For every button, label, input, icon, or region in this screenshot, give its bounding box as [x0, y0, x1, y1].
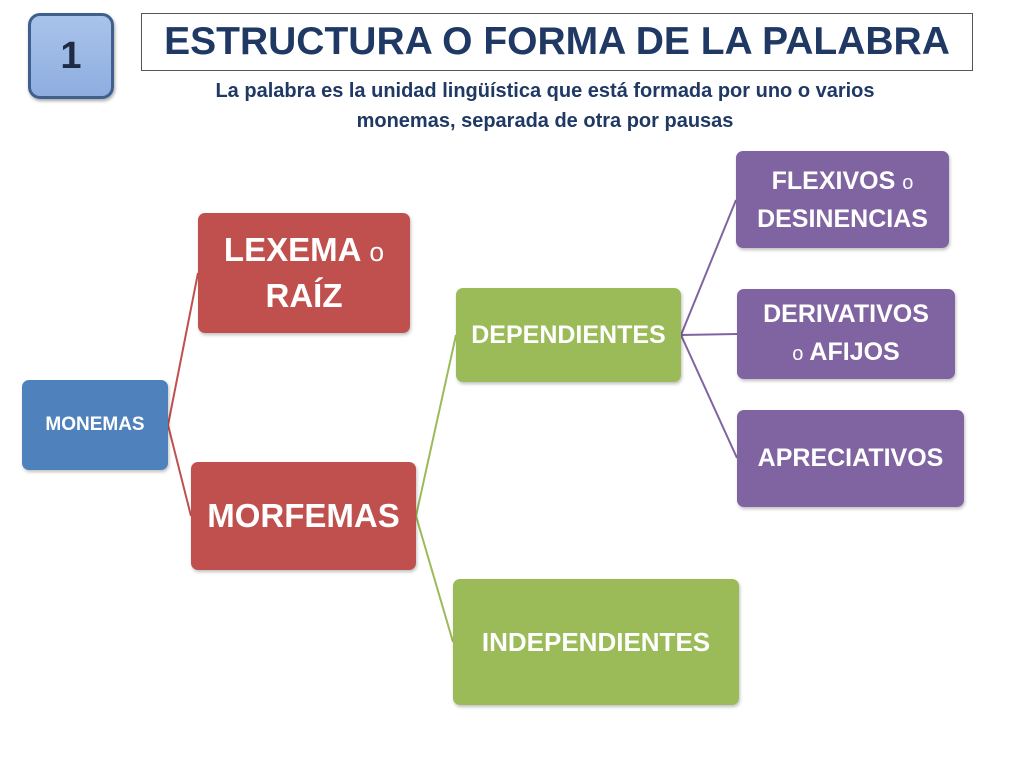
node-raiz-label: RAÍZ [265, 277, 343, 314]
definition-line-2: monemas, separada de otra por pausas [356, 110, 734, 132]
connector-dependientes-derivativos [680, 333, 738, 336]
node-apreciativos: APRECIATIVOS [737, 410, 964, 507]
node-morfemas-label: MORFEMAS [207, 497, 400, 534]
connector-morfemas-independientes [415, 515, 454, 643]
page-title: ESTRUCTURA O FORMA DE LA PALABRA [141, 13, 973, 71]
connector-dependientes-apreciativos [680, 334, 738, 459]
node-monemas-label: MONEMAS [45, 414, 145, 435]
node-lexema-connector: o [369, 237, 385, 267]
node-monemas: MONEMAS [22, 380, 168, 470]
definition-text: La palabra es la unidad lingüística que … [160, 76, 930, 136]
connector-morfemas-dependientes [415, 334, 457, 517]
connector-monemas-morfemas [167, 424, 192, 517]
node-independientes: INDEPENDIENTES [453, 579, 739, 705]
node-dependientes-label: DEPENDIENTES [471, 320, 666, 349]
node-flexivos-label: FLEXIVOS [771, 166, 896, 195]
definition-line-1: La palabra es la unidad lingüística que … [215, 80, 875, 102]
node-flexivos-desinencias: FLEXIVOS o DESINENCIAS [736, 151, 949, 248]
node-derivativos-label: DERIVATIVOS [763, 300, 929, 328]
node-derivativos-afijos: DERIVATIVOS o AFIJOS [737, 289, 955, 379]
node-dependientes: DEPENDIENTES [456, 288, 681, 382]
node-apreciativos-label: APRECIATIVOS [757, 444, 944, 472]
node-derivativos-connector: o [792, 343, 804, 365]
node-lexema-raiz: LEXEMA o RAÍZ [198, 213, 410, 333]
node-flexivos-connector: o [902, 171, 914, 194]
connector-dependientes-flexivos [680, 199, 737, 336]
node-afijos-label: AFIJOS [809, 338, 900, 366]
slide-number: 1 [60, 34, 82, 77]
node-lexema-label: LEXEMA [223, 231, 361, 268]
connector-monemas-lexema [167, 272, 199, 426]
slide-number-badge: 1 [28, 13, 114, 99]
node-morfemas: MORFEMAS [191, 462, 416, 570]
node-desinencias-label: DESINENCIAS [757, 204, 928, 233]
node-independientes-label: INDEPENDIENTES [481, 626, 711, 657]
page-title-text: ESTRUCTURA O FORMA DE LA PALABRA [164, 20, 950, 63]
